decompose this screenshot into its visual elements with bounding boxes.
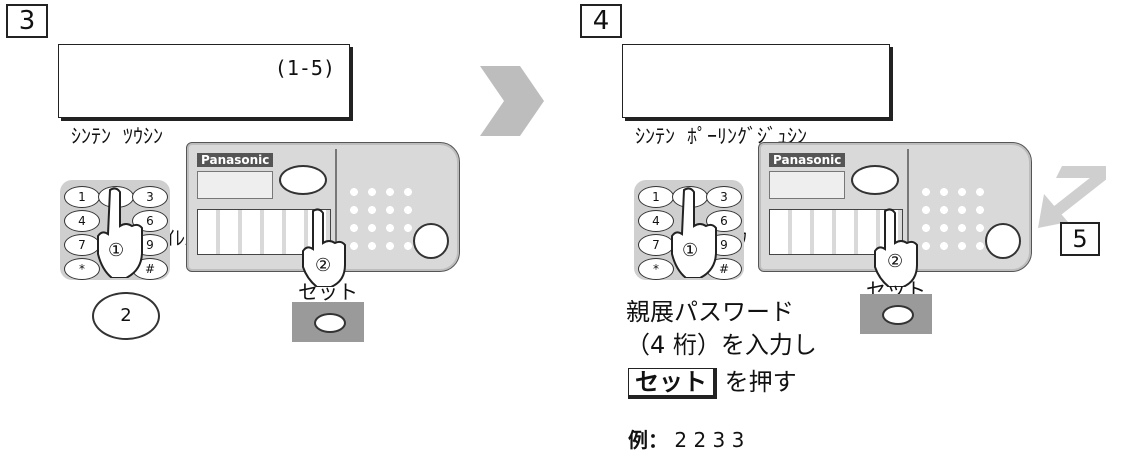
finger-step-2-marker: ② xyxy=(315,255,332,276)
example-label: 例： xyxy=(628,428,668,452)
dial-keys-grid[interactable] xyxy=(917,183,989,253)
set-key-label: セット xyxy=(628,368,717,399)
lcd-display-step4: ｼﾝﾃﾝ ﾎﾟｰﾘﾝｸﾞｼﾞｭｼﾝ ｼﾝﾃﾝ ﾊﾞﾝｺﾞｳ =▮▮▮▮ xyxy=(622,44,890,250)
finger-pointer-icon xyxy=(671,187,717,278)
step-3-number: 3 xyxy=(6,4,48,38)
finger-step-2-marker: ② xyxy=(887,251,904,272)
instruction-line2: （4 桁）を入力し xyxy=(626,331,817,359)
navigator-dial-icon[interactable] xyxy=(851,165,899,195)
start-button[interactable] xyxy=(985,223,1021,259)
lcd-display-step3: ｼﾝﾃﾝ ﾂｳｼﾝ(1-5) ﾊﾞﾝｺﾞｳ ｦ ｲﾚﾙ ﾏﾀﾊ ∨ ∧ xyxy=(58,44,350,250)
instruction-line3: セット を押す xyxy=(628,366,797,399)
step-5-number: 5 xyxy=(1060,222,1100,256)
key-4[interactable]: 4 xyxy=(64,210,100,232)
panel-divider xyxy=(335,149,337,265)
fax-control-panel-step4: Panasonic ② xyxy=(758,142,1032,287)
panel-divider xyxy=(907,149,909,265)
key-7[interactable]: 7 xyxy=(64,234,100,256)
panasonic-logo: Panasonic xyxy=(197,153,274,167)
key-1[interactable]: 1 xyxy=(64,186,100,208)
finger-step-1-marker: ① xyxy=(108,240,125,261)
key-7[interactable]: 7 xyxy=(638,234,674,256)
key-4[interactable]: 4 xyxy=(638,210,674,232)
lcd3-line1: ｼﾝﾃﾝ ﾂｳｼﾝ xyxy=(71,124,164,148)
finger-step-1-marker: ① xyxy=(682,240,699,261)
keypad-step4: 1 2 3 4 6 7 9 * # ① xyxy=(634,180,744,280)
dial-keys-grid[interactable] xyxy=(345,183,417,253)
key-3[interactable]: 3 xyxy=(706,186,742,208)
key-1[interactable]: 1 xyxy=(638,186,674,208)
keypad-step3: 1 2 3 4 6 7 9 * # ① xyxy=(60,180,170,280)
panasonic-logo: Panasonic xyxy=(769,153,846,167)
next-step-arrow-icon xyxy=(1038,166,1106,228)
instruction-line1: 親展パスワード xyxy=(626,298,794,326)
panel-lcd-screen xyxy=(197,171,273,199)
panel-lcd-screen xyxy=(769,171,845,199)
key-3[interactable]: 3 xyxy=(132,186,168,208)
set-button[interactable] xyxy=(860,294,932,334)
example-line: 例： 2 2 3 3 xyxy=(628,424,744,453)
start-button[interactable] xyxy=(413,223,449,259)
fax-control-panel-step3: Panasonic ② xyxy=(186,142,460,287)
key-2-large[interactable]: 2 xyxy=(92,292,160,340)
key-star[interactable]: * xyxy=(638,258,674,280)
key-star[interactable]: * xyxy=(64,258,100,280)
set-button[interactable] xyxy=(292,302,364,342)
set-button-label: セット xyxy=(298,280,358,304)
example-value: 2 2 3 3 xyxy=(674,428,745,452)
step-4-number: 4 xyxy=(580,4,622,38)
next-step-chevron-icon xyxy=(480,66,544,136)
navigator-dial-icon[interactable] xyxy=(279,165,327,195)
finger-pointer-icon xyxy=(302,208,346,287)
lcd3-line1-range: (1-5) xyxy=(274,56,335,80)
finger-pointer-icon xyxy=(874,208,918,287)
finger-pointer-icon xyxy=(97,187,143,278)
push-label: を押す xyxy=(724,368,797,396)
